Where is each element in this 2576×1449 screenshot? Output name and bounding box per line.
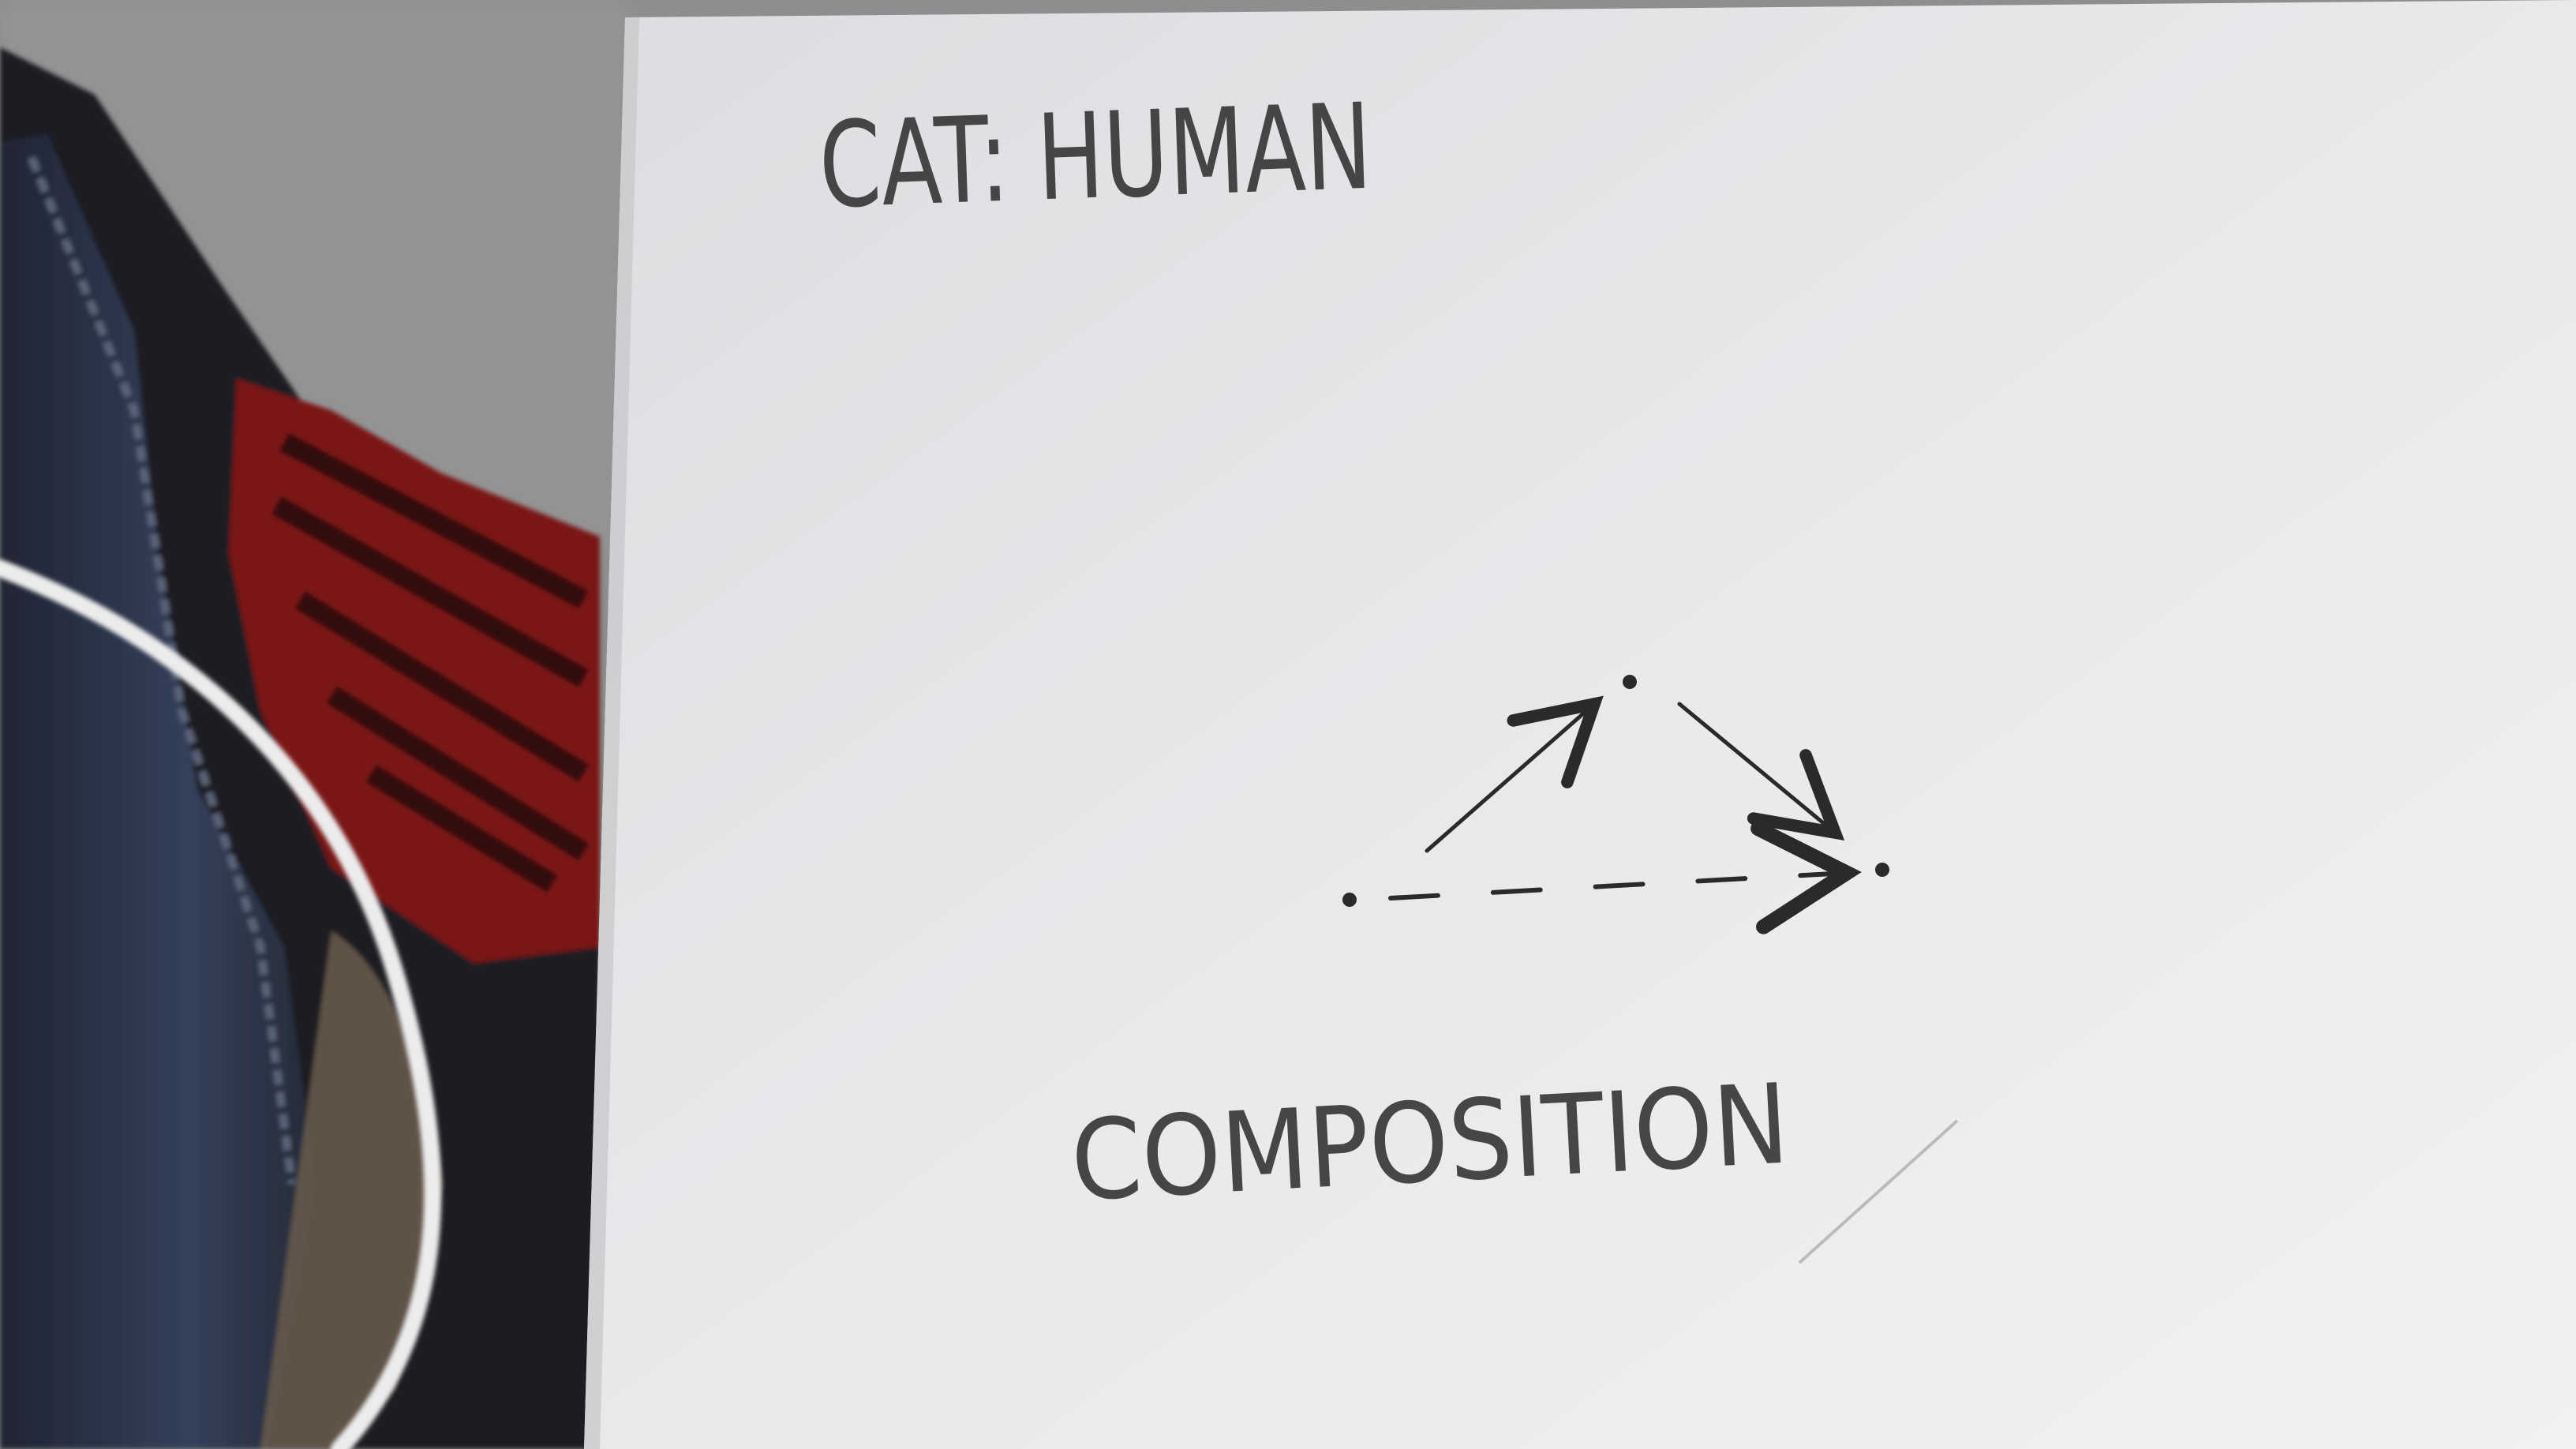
cable xyxy=(0,560,442,1449)
node-top xyxy=(1623,675,1637,689)
composition-diagram xyxy=(1342,675,1889,934)
heading-text: CAT: HUMAN xyxy=(817,79,1374,235)
shoe xyxy=(0,134,316,1449)
arrow-left-to-top xyxy=(1425,695,1604,853)
arrow-left-to-right-dashed xyxy=(1388,821,1862,934)
arrow-top-to-right xyxy=(1677,702,1845,841)
node-left xyxy=(1342,893,1357,907)
node-right xyxy=(1875,863,1889,877)
stray-pencil-mark xyxy=(1798,1119,1959,1264)
